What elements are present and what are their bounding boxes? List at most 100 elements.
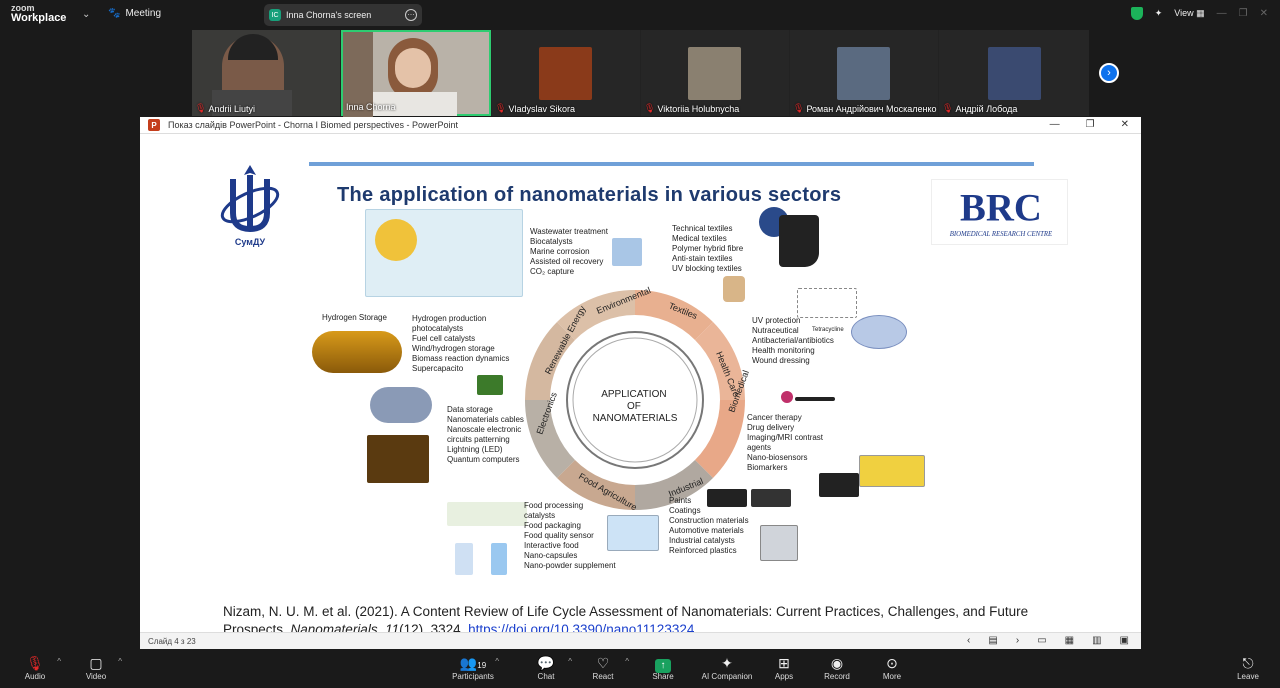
paint-can-illustration: [760, 525, 798, 561]
audio-button[interactable]: 🎙 Audio ^: [5, 654, 65, 681]
participant-tile[interactable]: 🎙Viktoriia Holubnycha: [641, 30, 789, 116]
gallery-next-button[interactable]: ›: [1099, 63, 1119, 83]
more-label: More: [882, 672, 902, 681]
list-item: Paints: [669, 496, 692, 505]
close-icon[interactable]: ✕: [1259, 8, 1268, 19]
ai-sparkle-icon: ✦: [721, 655, 733, 671]
chevron-down-icon[interactable]: ⌄: [82, 9, 91, 20]
close-icon[interactable]: ✕: [1120, 119, 1129, 130]
previous-slide-icon[interactable]: ‹: [967, 635, 971, 646]
shared-screen-label: Inna Chorna's screen: [286, 10, 372, 20]
circuit-illustration: [477, 375, 503, 395]
participant-label: 🎙Андрій Лобода: [942, 103, 1017, 114]
list-item: catalysts: [524, 511, 556, 520]
top-bar: zoom Workplace ⌄ 🐾 Meeting IC Inna Chorn…: [0, 0, 1280, 30]
brand-line2: Workplace: [11, 12, 67, 24]
slideshow-nav: ‹ ▤ › ▭ ▦ ▥ ▣: [967, 635, 1129, 646]
list-item: Nano-capsules: [524, 551, 578, 560]
chat-button[interactable]: 💬 Chat ^: [516, 654, 576, 681]
hydrogen-label: Hydrogen Storage: [322, 313, 387, 322]
next-slide-icon[interactable]: ›: [1015, 635, 1020, 646]
chat-label: Chat: [537, 672, 555, 681]
participant-tile[interactable]: 🎙Vladyslav Sikora: [492, 30, 640, 116]
participant-label: Inna Chorna: [346, 102, 396, 112]
slide: СумДУ The application of nanomaterials i…: [199, 135, 1082, 637]
coating-illustration-1: [707, 489, 747, 507]
participant-tile[interactable]: Inna Chorna: [341, 30, 491, 118]
more-button[interactable]: ⊙ More: [862, 654, 922, 681]
list-item: Supercapacito: [412, 364, 464, 373]
brc-logo: BRC BIOMEDICAL RESEARCH CENTRE: [931, 179, 1068, 245]
list-item: Marine corrosion: [530, 247, 590, 256]
chip-illustration: [819, 473, 859, 497]
reading-view-icon[interactable]: ▥: [1092, 635, 1102, 646]
chevron-right-icon: ›: [1107, 67, 1111, 79]
normal-view-icon[interactable]: ▭: [1037, 635, 1047, 646]
screen-avatar-icon: IC: [269, 9, 281, 21]
security-shield-icon[interactable]: [1130, 7, 1143, 20]
slide-menu-icon[interactable]: ▤: [988, 635, 998, 646]
minimize-icon[interactable]: —: [1049, 119, 1060, 130]
more-options-icon[interactable]: ⋯: [405, 9, 417, 21]
slideshow-view-icon[interactable]: ▣: [1119, 635, 1129, 646]
food-list: Food processing catalysts Food packaging…: [524, 501, 616, 571]
powerpoint-icon: P: [148, 119, 160, 131]
avatar: [539, 47, 592, 100]
jar-illustration: [455, 543, 473, 575]
coating-illustration-2: [751, 489, 791, 507]
share-button[interactable]: ↑ Share: [633, 654, 693, 681]
leave-button[interactable]: ⎋ Leave: [1218, 654, 1278, 681]
list-item: Construction materials: [669, 516, 749, 525]
participant-name: Inna Chorna: [346, 102, 396, 112]
shared-screen-pill[interactable]: IC Inna Chorna's screen ⋯: [264, 4, 422, 26]
participants-button[interactable]: 👥19 Participants ^: [443, 654, 503, 681]
minimize-icon[interactable]: —: [1216, 8, 1227, 19]
list-item: photocatalysts: [412, 324, 464, 333]
list-item: Industrial catalysts: [669, 536, 735, 545]
list-item: Nutraceutical: [752, 326, 799, 335]
chat-icon: 💬: [537, 655, 555, 671]
participant-tile[interactable]: 🎙Роман Андрійович Москаленко: [790, 30, 938, 116]
list-item: Food quality sensor: [524, 531, 594, 540]
caret-up-icon[interactable]: ^: [495, 657, 499, 666]
caret-up-icon[interactable]: ^: [568, 657, 572, 666]
video-button[interactable]: ▢ Video ^: [66, 654, 126, 681]
maximize-icon[interactable]: ❐: [1238, 8, 1248, 19]
biomedical-list: Cancer therapy Drug delivery Imaging/MRI…: [747, 413, 823, 473]
sparkle-icon[interactable]: ✦: [1154, 8, 1163, 18]
meeting-label: Meeting: [125, 8, 162, 19]
ai-companion-button[interactable]: ✦ AI Companion: [697, 654, 757, 681]
center-line-2: OF: [627, 401, 641, 412]
meeting-button[interactable]: 🐾 Meeting: [108, 8, 161, 19]
electronics-list: Data storage Nanomaterials cables Nanosc…: [447, 405, 524, 465]
list-item: Biomarkers: [747, 463, 788, 472]
leave-label: Leave: [1237, 672, 1259, 681]
apps-button[interactable]: ⊞ Apps: [754, 654, 814, 681]
caret-up-icon[interactable]: ^: [625, 657, 629, 666]
meeting-toolbar: 🎙 Audio ^ ▢ Video ^ 👥19 Participants ^ 💬…: [0, 649, 1280, 688]
slide-title: The application of nanomaterials in vari…: [337, 184, 842, 206]
participant-tile[interactable]: 🎙Андрій Лобода: [939, 30, 1089, 116]
list-item: UV blocking textiles: [672, 264, 742, 273]
participant-tile[interactable]: 🎙Andrii Liutyi: [192, 30, 340, 116]
caret-up-icon[interactable]: ^: [118, 657, 122, 666]
record-button[interactable]: ◉ Record: [807, 654, 867, 681]
avatar: [988, 47, 1041, 100]
slide-sorter-icon[interactable]: ▦: [1064, 635, 1075, 646]
list-item: Imaging/MRI contrast: [747, 433, 824, 442]
citation-part2: ,: [377, 622, 386, 637]
list-item: Biocatalysts: [530, 237, 573, 246]
biosensor-illustration: [859, 455, 925, 487]
environmental-list: Wastewater treatment Biocatalysts Marine…: [530, 227, 608, 277]
ppt-title-bar: P Показ слайдів PowerPoint - Chorna I Bi…: [140, 117, 1141, 134]
bottle-illustration: [491, 543, 507, 575]
ppt-status-bar: Слайд 4 з 23 ‹ ▤ › ▭ ▦ ▥ ▣: [140, 632, 1141, 649]
caret-up-icon[interactable]: ^: [57, 657, 61, 666]
sumdu-logo: СумДУ: [220, 165, 280, 247]
restore-icon[interactable]: ❐: [1085, 119, 1095, 130]
view-button[interactable]: View ▦: [1174, 8, 1205, 18]
health-care-list: UV protection Nutraceutical Antibacteria…: [752, 316, 834, 366]
nanoparticle-illustration: [781, 391, 793, 403]
tetracycline-label: Tetracycline: [812, 327, 844, 333]
react-button[interactable]: ♡ React ^: [573, 654, 633, 681]
